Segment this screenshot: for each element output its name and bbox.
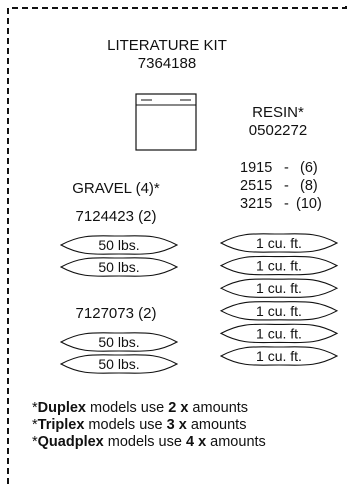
footnote-model: Quadplex: [37, 434, 104, 450]
bag-label: 1 cu. ft.: [256, 258, 302, 274]
gravel-bag: 50 lbs.: [59, 332, 179, 352]
bag-label: 1 cu. ft.: [256, 235, 302, 251]
resin-bag: 1 cu. ft.: [219, 278, 339, 298]
gravel-part-number: 7127073 (2): [76, 305, 157, 322]
resin-separator: -: [284, 160, 289, 176]
bag-label: 50 lbs.: [98, 259, 139, 275]
footnote-text: models use: [84, 417, 167, 433]
literature-kit-part-number: 7364188: [138, 55, 196, 72]
footnote-unit: x: [178, 417, 187, 433]
resin-bag: 1 cu. ft.: [219, 323, 339, 344]
footnote-model: Duplex: [37, 400, 86, 416]
gravel-bag: 50 lbs.: [59, 235, 179, 255]
footnote-amount: 4: [185, 434, 195, 450]
footnote-prefix: *: [32, 434, 38, 450]
footnotes: *Duplex models use 2 x amounts *Triplex …: [32, 400, 352, 451]
footnote-prefix: *: [32, 400, 38, 416]
resin-separator: -: [284, 178, 289, 194]
bag-label: 50 lbs.: [98, 356, 139, 372]
resin-model-table: 1915 - (6) 2515 - (8) 3215 - (10): [240, 160, 322, 212]
resin-bag: 1 cu. ft.: [219, 255, 339, 276]
resin-qty: (6): [300, 160, 318, 176]
footnote-triplex: *Triplex models use 3 x amounts: [32, 417, 352, 434]
footnote-suffix: amounts: [206, 434, 266, 450]
resin-bag: 1 cu. ft.: [219, 233, 339, 253]
bag-label: 1 cu. ft.: [256, 280, 302, 296]
footnote-text: models use: [86, 400, 169, 416]
footnote-amount: 3: [166, 417, 175, 433]
footnote-duplex: *Duplex models use 2 x amounts: [32, 400, 352, 417]
bag-label: 1 cu. ft.: [256, 348, 302, 364]
resin-part-number: 0502272: [249, 122, 307, 139]
resin-model: 2515: [240, 178, 272, 194]
footnote-unit: x: [180, 400, 189, 416]
gravel-bag: 50 lbs.: [59, 257, 179, 277]
resin-separator: -: [284, 196, 289, 212]
resin-bag: 1 cu. ft.: [219, 346, 339, 366]
literature-booklet-icon: [135, 93, 197, 151]
resin-bag: 1 cu. ft.: [219, 301, 339, 321]
footnote-text: models use: [103, 434, 186, 450]
bags-layer: 50 lbs. 50 lbs. 50 lbs. 50 lbs. 1 cu. ft. 1 c…: [59, 233, 339, 374]
resin-qty: (10): [296, 196, 322, 212]
footnote-unit: x: [198, 434, 207, 450]
bag-label: 50 lbs.: [98, 237, 139, 253]
resin-model: 3215: [240, 196, 272, 212]
bag-label: 1 cu. ft.: [256, 303, 302, 319]
footnote-prefix: *: [32, 417, 38, 433]
footnote-amount: 2: [168, 400, 177, 416]
resin-qty: (8): [300, 178, 318, 194]
bag-label: 1 cu. ft.: [256, 325, 302, 341]
footnote-suffix: amounts: [188, 400, 249, 416]
resin-title: RESIN*: [252, 104, 304, 121]
gravel-title: GRAVEL (4)*: [72, 180, 160, 197]
bag-label: 50 lbs.: [98, 334, 139, 350]
literature-kit-title: LITERATURE KIT: [107, 37, 227, 54]
footnote-suffix: amounts: [186, 417, 247, 433]
gravel-bag: 50 lbs.: [59, 354, 179, 374]
resin-model: 1915: [240, 160, 272, 176]
footnote-quadplex: *Quadplex models use 4 x amounts: [32, 434, 352, 451]
dashed-border: [7, 2, 347, 484]
gravel-part-number: 7124423 (2): [76, 208, 157, 225]
footnote-model: Triplex: [37, 417, 85, 433]
